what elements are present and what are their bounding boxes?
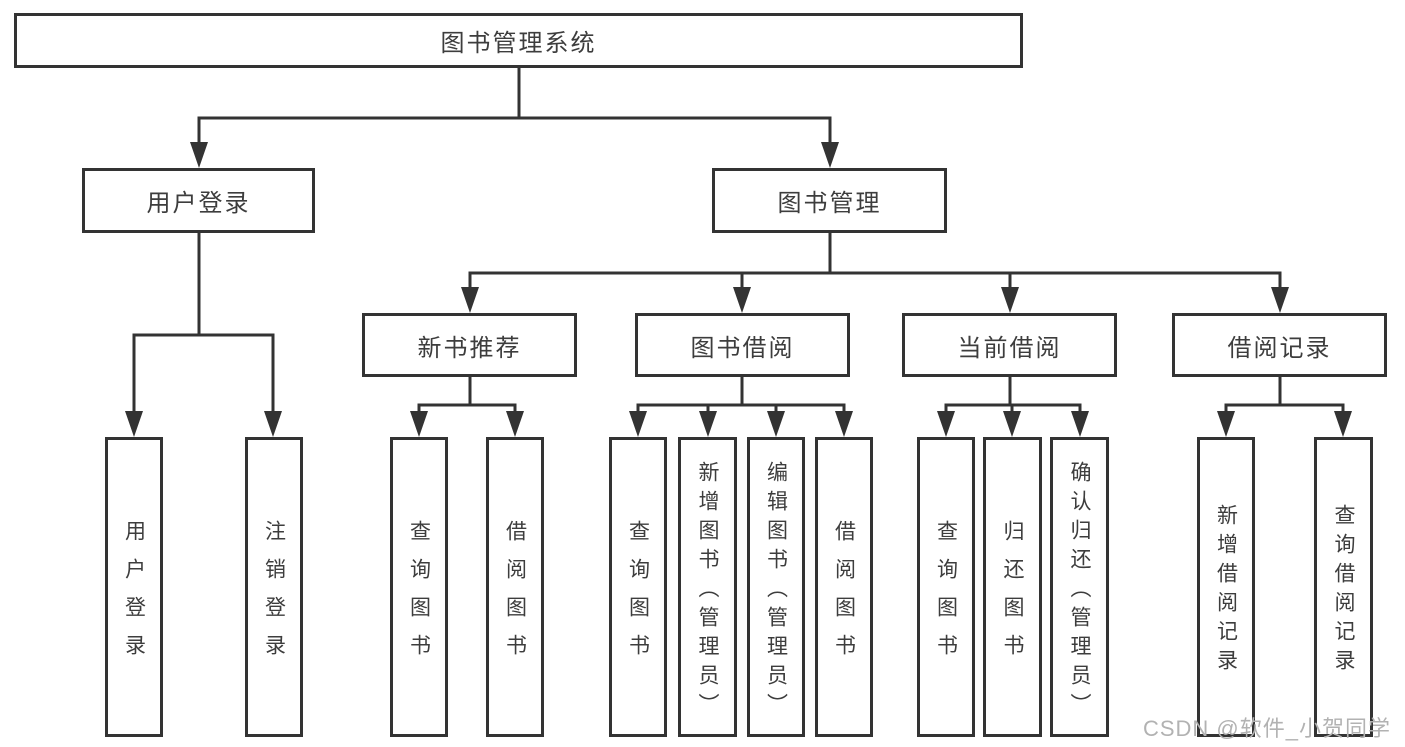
node-current-borrowing: 当前借阅 <box>902 313 1117 377</box>
leaf-label: 查询图书 <box>626 519 650 672</box>
node-library-management-system: 图书管理系统 <box>14 13 1023 68</box>
leaf-borrow-books-recommend: 借阅图书 <box>486 437 544 737</box>
leaf-label: 查询图书 <box>934 519 958 672</box>
leaf-query-books-current: 查询图书 <box>917 437 975 737</box>
leaf-query-books-recommend: 查询图书 <box>390 437 448 737</box>
node-label: 当前借阅 <box>957 334 1062 362</box>
node-label: 图书借阅 <box>690 334 795 362</box>
node-borrowing-records: 借阅记录 <box>1172 313 1387 377</box>
leaf-label: 注销登录 <box>262 519 286 672</box>
node-label: 用户登录 <box>146 190 251 217</box>
leaf-label: 新增借阅记录 <box>1214 504 1238 678</box>
node-new-book-recommendation: 新书推荐 <box>362 313 577 377</box>
node-book-borrowing: 图书借阅 <box>635 313 850 377</box>
leaf-query-books-borrowing: 查询图书 <box>609 437 667 737</box>
node-label: 借阅记录 <box>1227 334 1332 362</box>
leaf-label: 借阅图书 <box>503 519 527 672</box>
leaf-add-books-admin: 新增图书（管理员） <box>678 437 737 737</box>
leaf-confirm-return-admin: 确认归还（管理员） <box>1050 437 1109 737</box>
leaf-label: 查询图书 <box>407 519 431 672</box>
leaf-label: 查询借阅记录 <box>1332 504 1355 678</box>
node-label: 图书管理 <box>777 190 882 217</box>
leaf-label: 编辑图书（管理员） <box>764 460 788 722</box>
node-user-login: 用户登录 <box>82 168 315 233</box>
leaf-label: 归还图书 <box>1001 519 1024 672</box>
leaf-label: 确认归还（管理员） <box>1068 460 1091 722</box>
leaf-add-borrow-record: 新增借阅记录 <box>1197 437 1255 737</box>
leaf-logout-login: 注销登录 <box>245 437 303 737</box>
watermark: CSDN @软件_小贺同学 <box>1142 716 1391 741</box>
leaf-label: 用户登录 <box>122 519 146 672</box>
leaf-borrow-books-borrowing: 借阅图书 <box>815 437 873 737</box>
leaf-user-login: 用户登录 <box>105 437 163 737</box>
node-label: 新书推荐 <box>417 334 522 362</box>
leaf-return-books: 归还图书 <box>983 437 1042 737</box>
leaf-edit-books-admin: 编辑图书（管理员） <box>747 437 805 737</box>
leaf-query-borrow-record: 查询借阅记录 <box>1314 437 1373 737</box>
node-book-management: 图书管理 <box>712 168 947 233</box>
leaf-label: 新增图书（管理员） <box>696 460 719 722</box>
node-label: 图书管理系统 <box>440 30 597 57</box>
leaf-label: 借阅图书 <box>832 519 856 672</box>
